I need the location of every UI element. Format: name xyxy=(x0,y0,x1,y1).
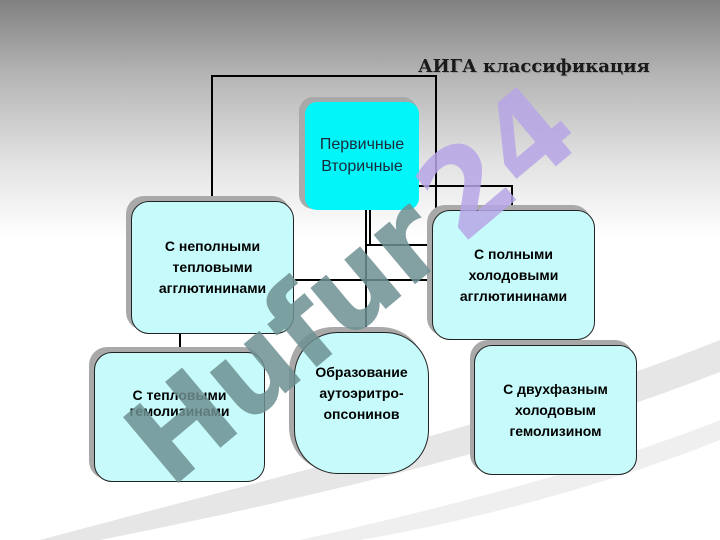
node-primary-secondary-label: Первичные Вторичные xyxy=(319,136,405,175)
node-autoerythro-opsonins-label: Образование аутоэритро- опсонинов xyxy=(315,363,408,422)
node-warm-hemolysins-label: С тепловыми гемолизинами xyxy=(129,387,230,419)
node-warm-hemolysins: С тепловыми гемолизинами xyxy=(94,352,265,482)
node-autoerythro-opsonins: Образование аутоэритро- опсонинов xyxy=(294,332,429,474)
node-biphasic-cold-hemolysin-label: С двухфазным холодовым гемолизином xyxy=(503,380,608,439)
node-complete-cold-agglutinins-label: С полными холодовыми агглютининами xyxy=(459,245,568,304)
slide-title: АИГА классификация xyxy=(418,56,650,77)
svg-text:Hufur: Hufur xyxy=(99,169,470,511)
node-incomplete-warm-agglutinins-label: С неполными тепловыми агглютининами xyxy=(158,238,267,296)
node-complete-cold-agglutinins: С полными холодовыми агглютининами xyxy=(432,210,595,340)
node-primary-secondary: Первичные Вторичные xyxy=(305,102,419,210)
node-biphasic-cold-hemolysin: С двухфазным холодовым гемолизином xyxy=(474,345,637,475)
node-incomplete-warm-agglutinins: С неполными тепловыми агглютининами xyxy=(131,201,294,334)
